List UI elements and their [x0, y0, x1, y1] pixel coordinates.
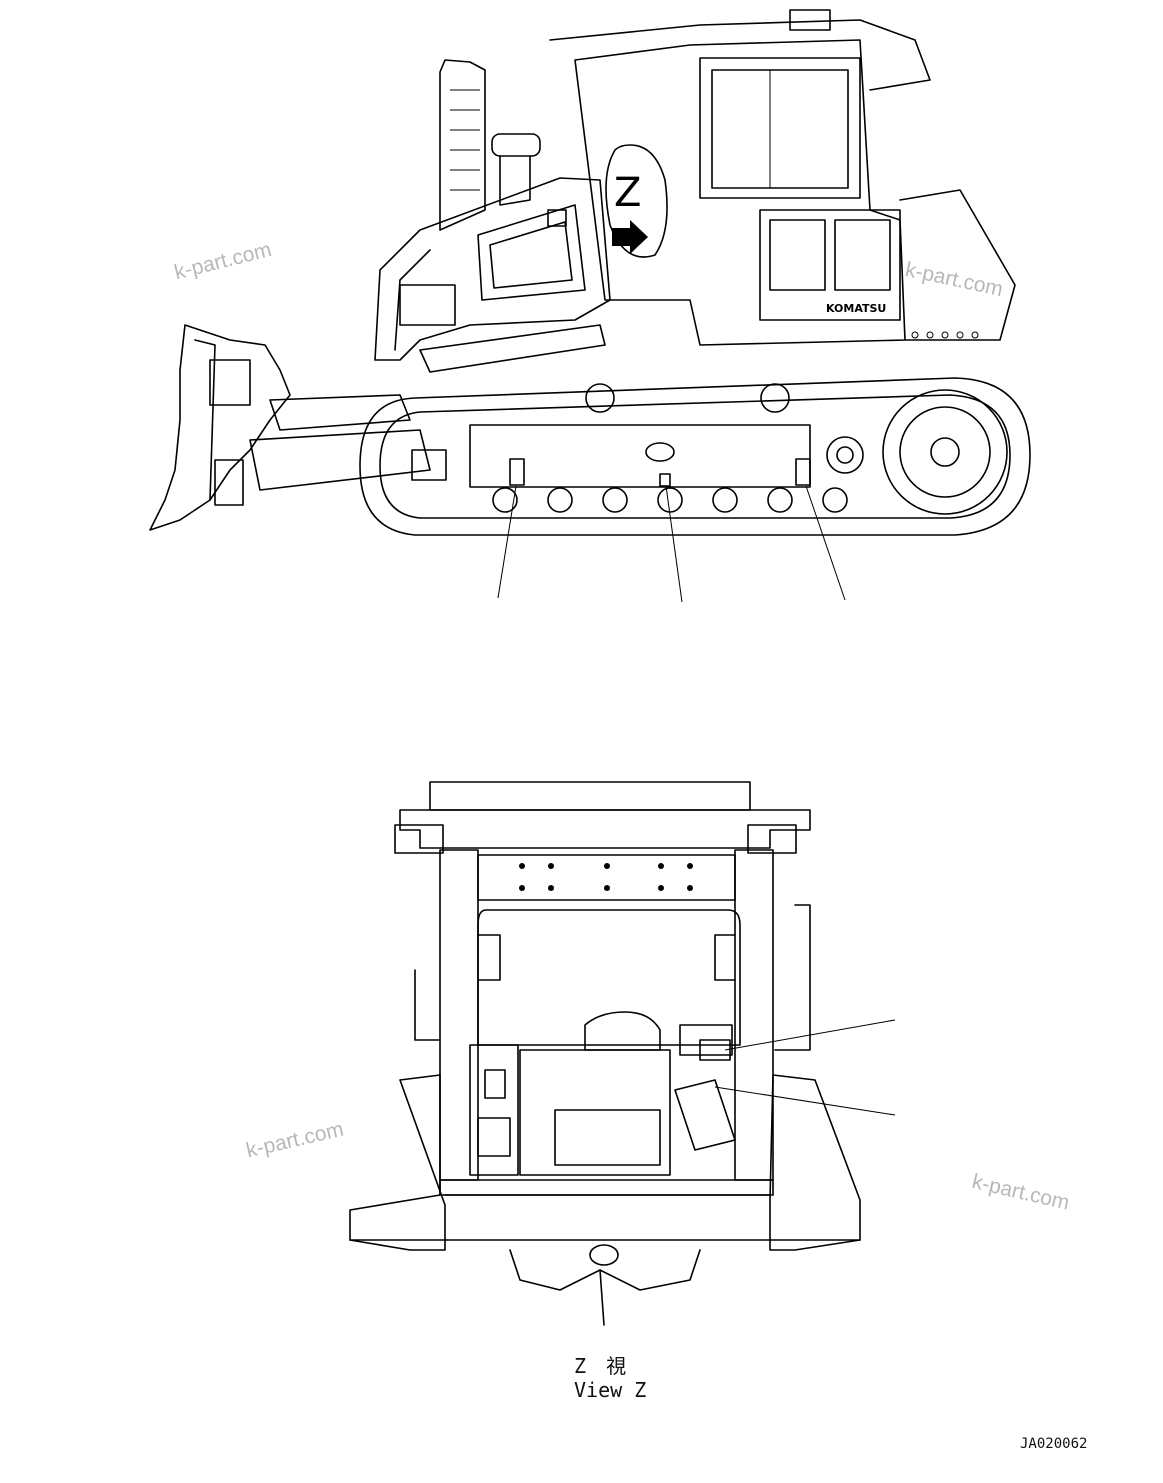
- drawing-code: JA020062: [1020, 1436, 1088, 1452]
- view-marker-letter: Z: [614, 170, 641, 216]
- view-caption-en: View Z: [574, 1378, 647, 1402]
- view-caption-jp: Z 視: [574, 1354, 631, 1378]
- view-direction-arrow-icon: [612, 220, 648, 254]
- brand-label: KOMATSU: [826, 302, 886, 315]
- view-z: [349, 781, 896, 1326]
- side-view: Z KOMATSU: [149, 9, 1031, 603]
